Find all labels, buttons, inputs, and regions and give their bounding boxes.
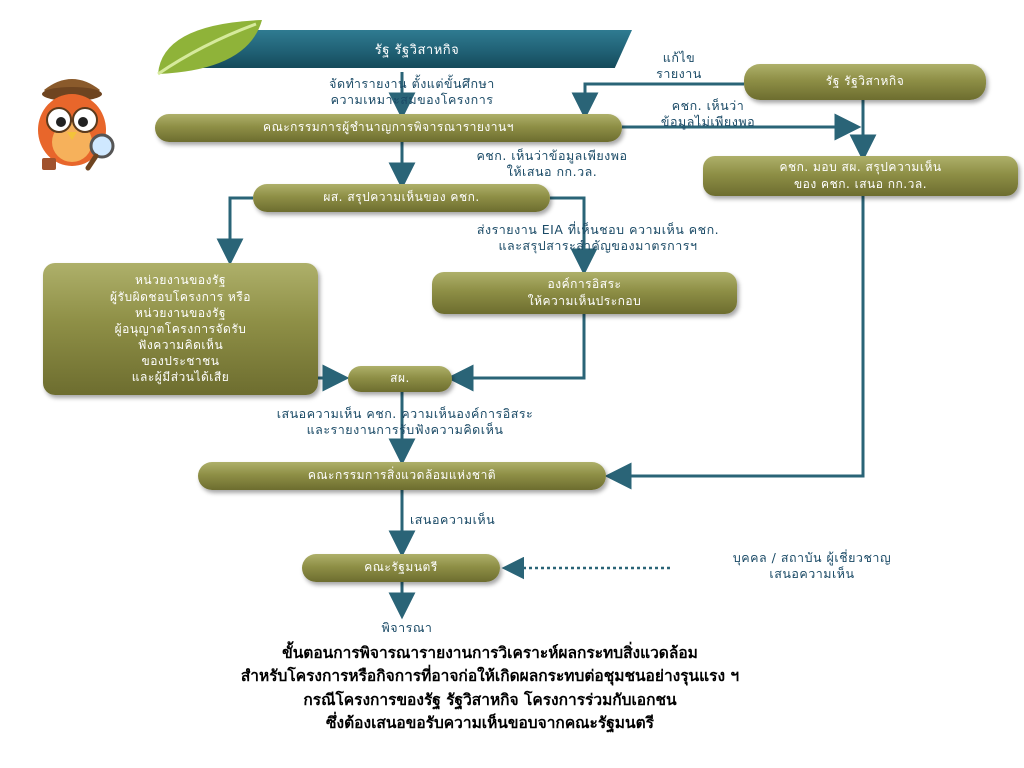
national-env-board-label: คณะกรรมการสิ่งแวดล้อมแห่งชาติ — [307, 468, 497, 483]
owl-detective-icon — [38, 79, 115, 171]
cabinet-box: คณะรัฐมนตรี — [302, 554, 500, 582]
top-banner-label: รัฐ รัฐวิสาหกิจ — [374, 42, 460, 58]
committee-review-label: คณะกรรมการผู้ชำนาญการพิจารณารายงานฯ — [263, 120, 514, 135]
arrow-revise-to-committee — [571, 82, 744, 120]
label-insufficient-info: คชก. เห็นว่า ข้อมูลไม่เพียงพอ — [660, 98, 756, 130]
state-agency-right-label: รัฐ รัฐวิสาหกิจ — [825, 74, 905, 89]
top-banner: รัฐ รัฐวิสาหกิจ — [202, 30, 632, 68]
label-consider: พิจารณา — [381, 620, 433, 635]
onep-box: สผ. — [348, 366, 452, 392]
state-agencies-left-box: หน่วยงานของรัฐ ผู้รับผิดชอบโครงการ หรือ … — [43, 263, 318, 395]
label-sufficient-info: คชก. เห็นว่าข้อมูลเพียงพอ ให้เสนอ กก.วล. — [476, 148, 628, 180]
label-experts: บุคคล / สถาบัน ผู้เชี่ยวชาญ เสนอความเห็น — [732, 550, 892, 582]
diagram-caption: ขั้นตอนการพิจารณารายงานการวิเคราะห์ผลกระ… — [240, 644, 740, 732]
committee-assign-box: คชก. มอบ สผ. สรุปความเห็น ของ คชก. เสนอ … — [703, 156, 1018, 196]
committee-assign-label: คชก. มอบ สผ. สรุปความเห็น ของ คชก. เสนอ … — [779, 159, 942, 191]
committee-review-box: คณะกรรมการผู้ชำนาญการพิจารณารายงานฯ — [155, 114, 622, 142]
leaf-icon — [157, 20, 262, 76]
state-agency-right-box: รัฐ รัฐวิสาหกิจ — [744, 64, 986, 100]
onep-summary-label: ผส. สรุปความเห็นของ คชก. — [323, 190, 480, 205]
label-send-eia: ส่งรายงาน EIA ที่เห็นชอบ ความเห็น คชก. แ… — [476, 222, 720, 254]
independent-org-box: องค์การอิสระ ให้ความเห็นประกอบ — [432, 272, 737, 314]
label-prepare-report: จัดทำรายงาน ตั้งแต่ขั้นศึกษา ความเหมาะสม… — [329, 76, 495, 108]
label-present-opinions: เสนอความเห็น คชก. ความเห็นองค์การอิสระ แ… — [276, 406, 534, 438]
onep-label: สผ. — [390, 371, 410, 386]
onep-summary-box: ผส. สรุปความเห็นของ คชก. — [253, 184, 550, 212]
independent-org-label: องค์การอิสระ ให้ความเห็นประกอบ — [527, 276, 642, 308]
line-onep-summary-right — [550, 196, 598, 276]
state-agencies-left-label: หน่วยงานของรัฐ ผู้รับผิดชอบโครงการ หรือ … — [110, 273, 251, 385]
label-present-opinion: เสนอความเห็น — [410, 512, 496, 527]
line-onep-summary-left — [216, 196, 253, 266]
label-revise-report: แก้ไข รายงาน — [656, 50, 702, 82]
arrow-right-branch-to-board — [604, 196, 865, 490]
national-env-board-box: คณะกรรมการสิ่งแวดล้อมแห่งชาติ — [198, 462, 606, 490]
arrow-independent-to-onep — [446, 314, 586, 392]
flow-connectors — [216, 72, 877, 620]
cabinet-label: คณะรัฐมนตรี — [364, 560, 438, 575]
